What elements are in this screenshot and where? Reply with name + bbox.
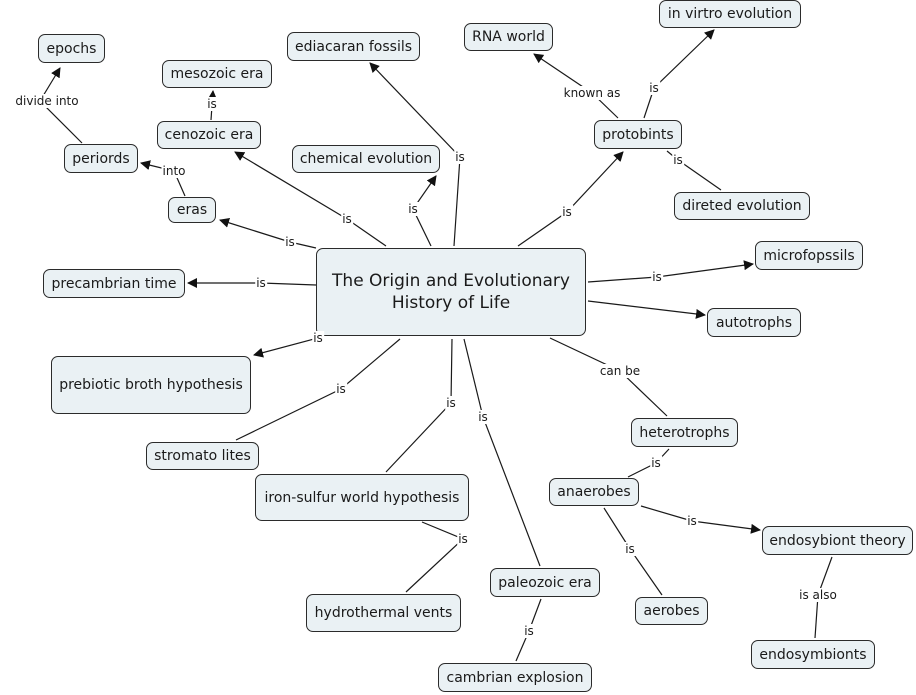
concept-node-label: hydrothermal vents: [314, 605, 453, 621]
link-line-center-to-stromatolites: [235, 338, 401, 441]
concept-node-label: endosybiont theory: [769, 532, 906, 549]
link-line-center-to-paleozoic: [463, 338, 541, 567]
link-line-center-to-eras: [219, 217, 317, 249]
link-label: is: [648, 81, 660, 95]
link-label: is: [650, 456, 662, 470]
concept-node-label: in virtro evolution: [667, 6, 793, 22]
concept-node-endosymbionts[interactable]: endosymbionts: [751, 640, 875, 669]
concept-node-paleozoic[interactable]: paleozoic era: [490, 568, 600, 597]
concept-node-rna[interactable]: RNA world: [464, 23, 553, 51]
concept-node-label: protobints: [602, 126, 674, 143]
link-label: is: [672, 153, 684, 167]
concept-node-ironsulfur[interactable]: iron-sulfur world hypothesis: [255, 474, 469, 521]
concept-node-label: eras: [176, 202, 208, 218]
concept-node-aerobes[interactable]: aerobes: [635, 597, 708, 625]
link-label: is: [651, 270, 663, 284]
concept-node-label: heterotrophs: [639, 424, 730, 441]
concept-node-label: endosymbionts: [759, 646, 867, 663]
concept-node-cenozoic[interactable]: cenozoic era: [157, 121, 261, 149]
link-label: is: [561, 205, 573, 219]
concept-node-label: The Origin and Evolutionary History of L…: [332, 271, 570, 313]
link-label: is: [407, 202, 419, 216]
concept-node-eras[interactable]: eras: [168, 197, 216, 223]
link-label: is: [445, 396, 457, 410]
concept-node-periords[interactable]: periords: [64, 144, 138, 173]
link-line-center-to-prebiotic: [253, 335, 320, 358]
concept-node-anaerobes[interactable]: anaerobes: [549, 478, 639, 506]
link-line-center-to-autotrophs: [587, 300, 706, 319]
link-line-center-to-protobints: [517, 151, 624, 247]
concept-node-label: prebiotic broth hypothesis: [59, 377, 243, 393]
link-label: is: [284, 235, 296, 249]
link-line-ironsulfur-to-hydrothermal: [405, 521, 465, 593]
concept-node-label: mesozoic era: [170, 66, 264, 82]
concept-node-label: microfopssils: [763, 247, 855, 264]
link-label: is: [312, 331, 324, 345]
link-label: known as: [562, 86, 622, 100]
link-label: can be: [598, 364, 642, 378]
link-line-heterotrophs-to-anaerobes: [627, 448, 670, 478]
concept-node-label: periords: [72, 150, 130, 167]
concept-node-label: precambrian time: [51, 275, 177, 292]
concept-node-autotrophs[interactable]: autotrophs: [707, 308, 801, 337]
concept-node-stromatolites[interactable]: stromato lites: [146, 442, 259, 470]
concept-node-ediacaran[interactable]: ediacaran fossils: [287, 32, 420, 61]
link-label: into: [161, 164, 187, 178]
link-label: divide into: [14, 94, 80, 108]
concept-node-precambrian[interactable]: precambrian time: [43, 269, 185, 298]
concept-node-label: direted evolution: [682, 198, 802, 214]
link-line-center-to-ironsulfur: [385, 338, 453, 473]
concept-node-label: cambrian explosion: [446, 669, 584, 686]
concept-node-label: autotrophs: [715, 314, 793, 331]
concept-node-label: paleozoic era: [498, 574, 592, 591]
link-label: is: [335, 382, 347, 396]
link-line-center-to-microfossils: [587, 260, 754, 283]
link-label: is: [341, 212, 353, 226]
concept-node-protobints[interactable]: protobints: [594, 120, 682, 149]
link-line-center-to-precambrian: [187, 278, 317, 288]
concept-node-heterotrophs[interactable]: heterotrophs: [631, 418, 738, 447]
concept-node-invitro[interactable]: in virtro evolution: [659, 0, 801, 28]
link-label: is: [624, 542, 636, 556]
concept-node-label: aerobes: [643, 603, 700, 619]
link-line-protobints-to-invitro: [643, 29, 715, 119]
concept-node-chemical[interactable]: chemical evolution: [292, 145, 440, 173]
link-label: is: [454, 150, 466, 164]
concept-node-prebiotic[interactable]: prebiotic broth hypothesis: [51, 356, 251, 414]
link-label: is also: [798, 588, 838, 602]
concept-node-label: cenozoic era: [164, 127, 254, 143]
concept-node-mesozoic[interactable]: mesozoic era: [162, 60, 272, 88]
concept-node-label: stromato lites: [154, 448, 251, 464]
link-label: is: [457, 532, 469, 546]
link-label: is: [477, 410, 489, 424]
link-label: is: [255, 276, 267, 290]
concept-node-epochs[interactable]: epochs: [38, 34, 105, 63]
concept-node-label: iron-sulfur world hypothesis: [264, 489, 460, 506]
link-line-anaerobes-to-endotheory: [640, 505, 761, 534]
concept-node-cambrian[interactable]: cambrian explosion: [438, 663, 592, 692]
concept-node-endotheory[interactable]: endosybiont theory: [762, 526, 913, 555]
concept-node-center[interactable]: The Origin and Evolutionary History of L…: [316, 248, 586, 336]
concept-node-hydrothermal[interactable]: hydrothermal vents: [306, 594, 461, 632]
concept-node-label: RNA world: [472, 29, 545, 45]
concept-node-label: chemical evolution: [299, 151, 433, 167]
concept-node-microfossils[interactable]: microfopssils: [755, 241, 863, 270]
concept-node-label: anaerobes: [557, 484, 631, 500]
concept-node-label: epochs: [46, 40, 97, 57]
concept-node-label: ediacaran fossils: [294, 38, 413, 55]
link-label: is: [686, 514, 698, 528]
link-label: is: [206, 97, 218, 111]
concept-node-directed[interactable]: direted evolution: [674, 192, 810, 220]
link-label: is: [523, 624, 535, 638]
